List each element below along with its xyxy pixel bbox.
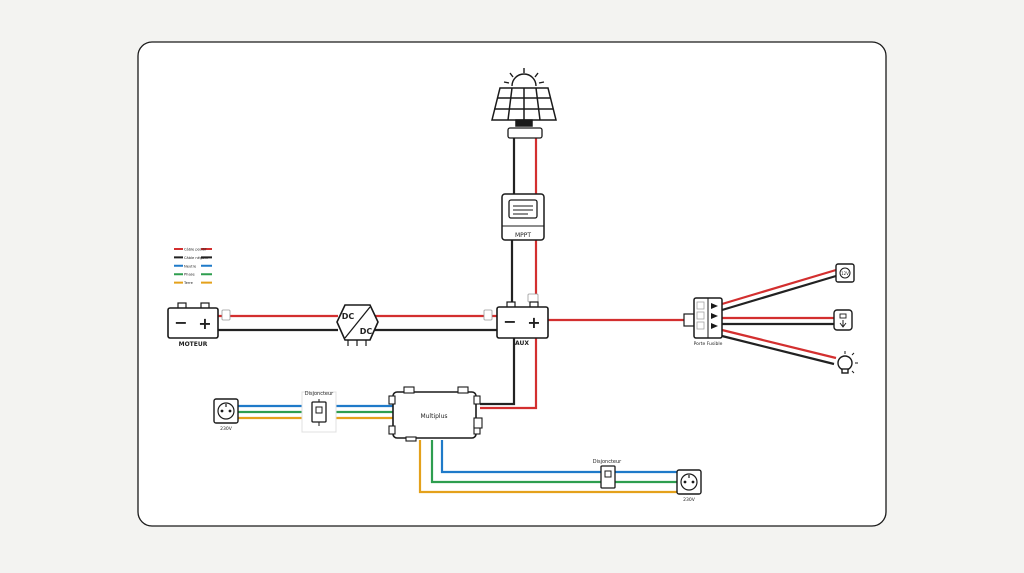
- light-bulb-icon: [837, 351, 858, 374]
- wire-light-pos: [721, 328, 837, 360]
- legend-item: Câble négatif: [174, 254, 212, 261]
- moteur-plus: +: [198, 314, 211, 333]
- wire-aux-multiplus-pos: [480, 338, 538, 410]
- dcdc-converter: DC DC: [336, 304, 379, 346]
- wires: [214, 130, 837, 494]
- sun-icon: [503, 68, 545, 87]
- legend-item: Neutre: [174, 262, 212, 269]
- wire-right-earth: [418, 440, 678, 494]
- fuse-icon: [221, 309, 231, 321]
- breaker-left-label: Disjoncteur: [305, 391, 334, 397]
- legend-item: Câble positif: [174, 246, 212, 252]
- fuse-block-label: Porte Fusible: [694, 341, 723, 347]
- legend-label: Terre: [183, 281, 194, 285]
- fuse-icon: [483, 309, 493, 321]
- multiplus-label: Multiplus: [420, 413, 447, 420]
- mppt-display: [508, 199, 538, 219]
- legend-label: Câble négatif: [184, 256, 209, 260]
- moteur-battery: − + MOTEUR: [167, 302, 219, 348]
- breaker-icon: Disjoncteur: [593, 459, 622, 489]
- legend-label: Phase: [184, 273, 196, 277]
- panel-connector: [507, 127, 543, 139]
- wire-right-neutral: [440, 440, 602, 474]
- breaker-right-label: Disjoncteur: [593, 459, 622, 465]
- dcdc-top: DC: [342, 312, 355, 321]
- dcdc-bottom: DC: [360, 327, 373, 336]
- usb-socket-label: 12V: [841, 271, 849, 276]
- aux-battery: − + AUX: [496, 301, 549, 347]
- outlet-right-label: 230V: [683, 497, 696, 503]
- legend-item: Phase: [174, 271, 212, 278]
- legend-label: Câble positif: [184, 248, 207, 252]
- fuse-icon: [527, 293, 539, 303]
- wire-right-phase: [430, 440, 678, 484]
- multiplus-inverter: Multiplus: [388, 386, 483, 442]
- aux-minus: −: [503, 312, 516, 331]
- mppt-label: MPPT: [515, 232, 531, 239]
- wire-usb-neg: [721, 274, 837, 312]
- aux-plus: +: [527, 313, 540, 332]
- legend-item: Terre: [174, 279, 212, 286]
- moteur-label: MOTEUR: [179, 341, 208, 348]
- outlet-icon: 230V: [676, 469, 702, 503]
- moteur-minus: −: [174, 313, 187, 332]
- solar-panel: [491, 68, 557, 139]
- usb-socket-icon: 12V: [835, 263, 855, 283]
- fuse-block: Porte Fusible: [683, 297, 723, 347]
- breaker-icon: Disjoncteur: [301, 391, 337, 433]
- wire-aux-multiplus-neg: [480, 338, 516, 406]
- wire-usb-pos: [721, 268, 837, 306]
- solar-panel-icon: [491, 87, 557, 127]
- aux-label: AUX: [515, 340, 529, 347]
- mppt-controller: MPPT: [501, 193, 545, 241]
- wire-light-neg: [721, 334, 835, 366]
- outlet-icon: 230V: [213, 398, 239, 432]
- usb-charger-icon: [833, 309, 853, 331]
- outlet-left-label: 230V: [220, 426, 233, 432]
- legend-label: Neutre: [184, 264, 197, 268]
